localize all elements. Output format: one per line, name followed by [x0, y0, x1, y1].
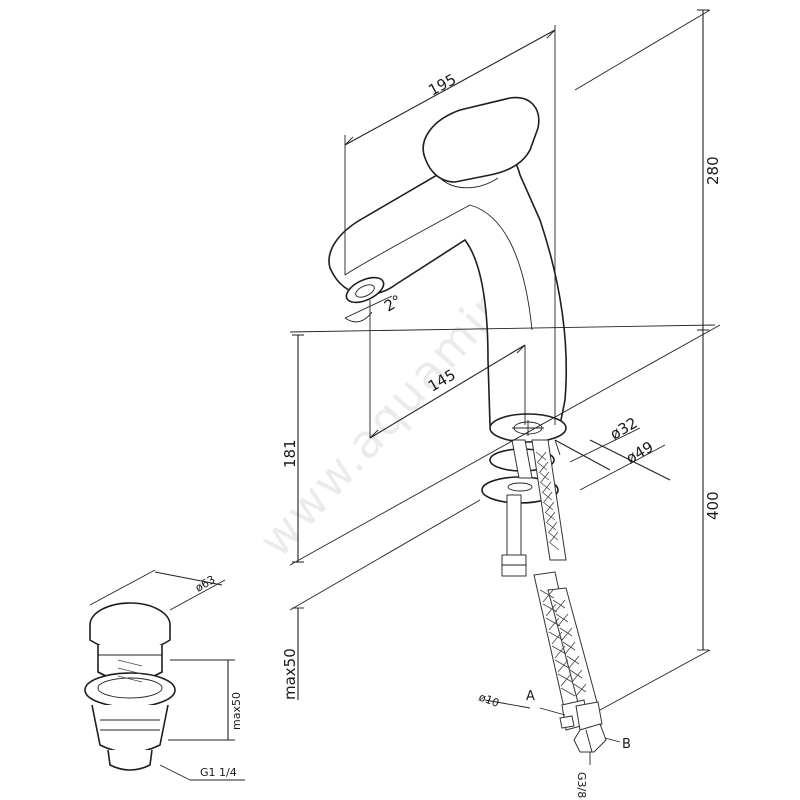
drain-valve	[84, 569, 245, 781]
dim-max-thickness: max50	[281, 648, 299, 700]
hose-braid	[535, 451, 587, 697]
dim-base-diameter: ø32	[607, 414, 640, 444]
dim-flange-diameter: ø49	[623, 438, 656, 468]
dim-hose-length: 400	[704, 491, 722, 520]
label-b: B	[622, 737, 631, 752]
drain-diameter: ø63	[193, 573, 217, 595]
dim-angle: 2°	[381, 291, 405, 315]
label-thread: G3/8	[575, 772, 588, 798]
dim-spout-reach: 195	[425, 70, 459, 99]
label-hose-diameter: ø10	[477, 691, 501, 710]
dim-total-height: 280	[704, 156, 722, 185]
drain-thread: G1 1/4	[200, 766, 237, 779]
drain-height: max50	[230, 692, 243, 730]
flexible-hoses	[511, 439, 607, 753]
dimension-lines	[289, 9, 721, 765]
dim-spout-height: 181	[281, 439, 299, 468]
label-a: A	[526, 689, 535, 704]
